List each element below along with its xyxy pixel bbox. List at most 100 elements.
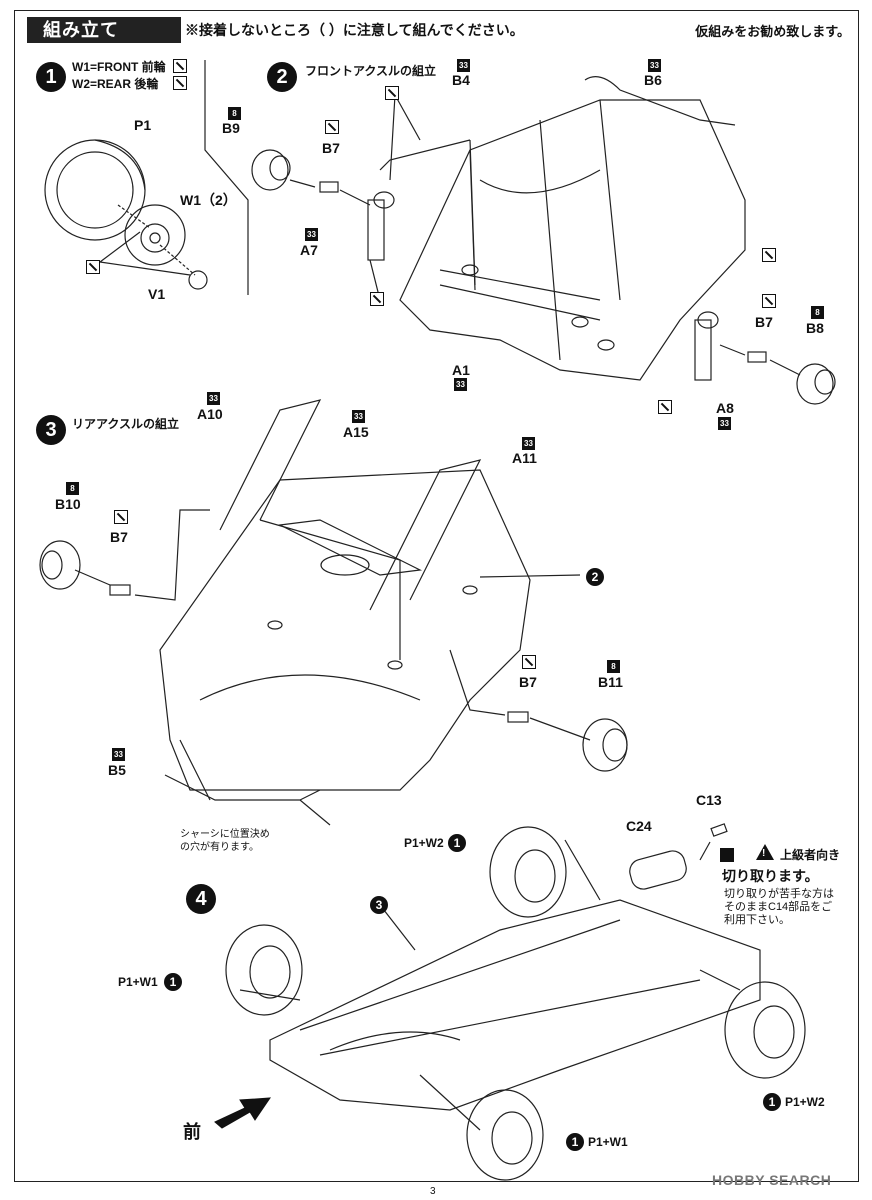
tire-p1-drawing xyxy=(44,139,146,241)
step1-w1-note: W1=FRONT 前輪 xyxy=(72,60,166,74)
axle-a15 xyxy=(277,519,423,576)
part-label-a10: A10 xyxy=(197,406,223,422)
step1-w2-note: W2=REAR 後輪 xyxy=(72,77,159,91)
cut-note-line3: 利用下さい。 xyxy=(724,914,790,926)
wheel-label-rear-top: P1+W2 xyxy=(404,836,444,850)
part-label-c13: C13 xyxy=(696,792,722,808)
cut-note-line1: 切り取りが苦手な方は xyxy=(724,888,834,900)
glue-icon-front-top xyxy=(385,86,399,100)
part-label-v1: V1 xyxy=(148,286,166,302)
part-label-p1: P1 xyxy=(134,117,152,133)
step3-ref-step2: 2 xyxy=(586,568,604,586)
part-label-w1: W1（2） xyxy=(180,192,237,208)
part-label-b7-front2: B7 xyxy=(755,314,773,330)
tag-b9: 8 xyxy=(228,107,241,120)
drum-b10 xyxy=(39,540,81,590)
part-label-a8: A8 xyxy=(716,400,734,416)
wheel-step-rear-top: 1 xyxy=(448,834,466,852)
glue-icon-a7 xyxy=(370,292,384,306)
chassis-hole-note: シャーシに位置決め の穴が有ります。 xyxy=(180,828,270,854)
muffler-c24 xyxy=(629,850,687,890)
wheel-step-front-bottom: 1 xyxy=(566,1133,584,1151)
leaf-spring-a11 xyxy=(369,459,482,611)
part-label-b4: B4 xyxy=(452,72,470,88)
part-label-b6: B6 xyxy=(644,72,662,88)
page-number: 3 xyxy=(430,1186,436,1197)
tailpipe-c13 xyxy=(710,823,728,837)
glue-icon-right xyxy=(762,248,776,262)
header-title: 組み立て xyxy=(27,17,181,43)
header: 組み立て ※接着しないところ（ ）に注意して組んでください。 仮組みをお勧め致し… xyxy=(15,11,858,43)
shock-a7 xyxy=(367,191,395,261)
part-label-c24: C24 xyxy=(626,818,652,834)
part-label-b7-front1: B7 xyxy=(322,140,340,156)
glue-icon-a8 xyxy=(658,400,672,414)
step1-badge: 1 xyxy=(36,62,66,92)
front-marker-label: 前 xyxy=(183,1122,201,1142)
pin-b7-front1 xyxy=(319,181,339,193)
step1-divider xyxy=(204,60,249,295)
warning-icon: ! xyxy=(756,844,774,860)
part-label-a11: A11 xyxy=(512,450,537,466)
wheel-w1-drawing xyxy=(124,204,186,266)
wheel-label-rear-right: P1+W2 xyxy=(785,1095,825,1109)
step2-badge: 2 xyxy=(267,62,297,92)
front-axle-chassis xyxy=(399,99,746,381)
part-label-b5: B5 xyxy=(108,762,126,778)
front-direction-arrow xyxy=(214,1097,271,1129)
part-label-b10: B10 xyxy=(55,496,81,512)
stabilizer-b5 xyxy=(164,739,331,826)
drum-b11 xyxy=(582,718,628,772)
wheel-rear-top xyxy=(489,826,567,918)
cut-note-line2: そのままC14部品をご xyxy=(724,901,833,913)
glue-icon-b7-rear1 xyxy=(114,510,128,524)
shock-a8 xyxy=(694,311,719,381)
wheel-step-rear-right: 1 xyxy=(763,1093,781,1111)
tag-b11: 8 xyxy=(607,660,620,673)
step3-badge: 3 xyxy=(36,415,66,445)
tag-b8: 8 xyxy=(811,306,824,319)
tag-a1: 33 xyxy=(454,378,467,391)
part-label-a7: A7 xyxy=(300,242,318,258)
step3-title: リアアクスルの組立 xyxy=(72,417,180,431)
glue-warning-note: ※接着しないところ（ ）に注意して組んでください。 xyxy=(185,20,524,40)
step4-badge: 4 xyxy=(186,884,216,914)
cap-v1-drawing xyxy=(188,270,208,290)
glue-icon-b7-front2 xyxy=(762,294,776,308)
wheel-label-front-left: P1+W1 xyxy=(118,975,158,989)
leaf-spring-a10 xyxy=(219,399,322,531)
part-label-a15: A15 xyxy=(343,424,369,440)
tie-rod-b6 xyxy=(584,76,736,126)
glue-warning-text: ※接着しないところ（ ）に注意して組んでください。 xyxy=(185,22,524,38)
watermark-logo: HOBBY SEARCH xyxy=(712,1172,832,1188)
chassis-note-line1: シャーシに位置決め xyxy=(180,829,270,840)
tag-a8: 33 xyxy=(718,417,731,430)
tag-b6: 33 xyxy=(648,59,661,72)
test-fit-tip: 仮組みをお勧め致します。 xyxy=(695,24,850,39)
glue-icon-b7-rear2 xyxy=(522,655,536,669)
wheel-front-bottom xyxy=(466,1089,544,1181)
wheel-step-front-left: 1 xyxy=(164,973,182,991)
cut-off-label: 切り取ります。 xyxy=(722,868,819,884)
part-label-b9: B9 xyxy=(222,120,240,136)
cut-off-note: 切り取りが苦手な方は そのままC14部品をご 利用下さい。 xyxy=(724,888,834,927)
tag-b10: 8 xyxy=(66,482,79,495)
wheel-front-left xyxy=(225,924,303,1016)
tag-b5: 33 xyxy=(112,748,125,761)
tag-b4: 33 xyxy=(457,59,470,72)
wheel-label-front-bottom: P1+W1 xyxy=(588,1135,628,1149)
cut-icon xyxy=(720,848,734,862)
wheel-rear-right xyxy=(724,981,806,1079)
page-frame xyxy=(14,10,859,1182)
glue-icon-w1 xyxy=(173,59,187,73)
glue-icon-b7-front xyxy=(325,120,339,134)
part-label-a1: A1 xyxy=(452,362,470,378)
drum-b8 xyxy=(796,363,836,405)
tag-a11: 33 xyxy=(522,437,535,450)
glue-icon-w2 xyxy=(173,76,187,90)
part-label-b8: B8 xyxy=(806,320,824,336)
step2-title: フロントアクスルの組立 xyxy=(305,64,437,78)
chassis-note-line2: の穴が有ります。 xyxy=(180,842,259,853)
